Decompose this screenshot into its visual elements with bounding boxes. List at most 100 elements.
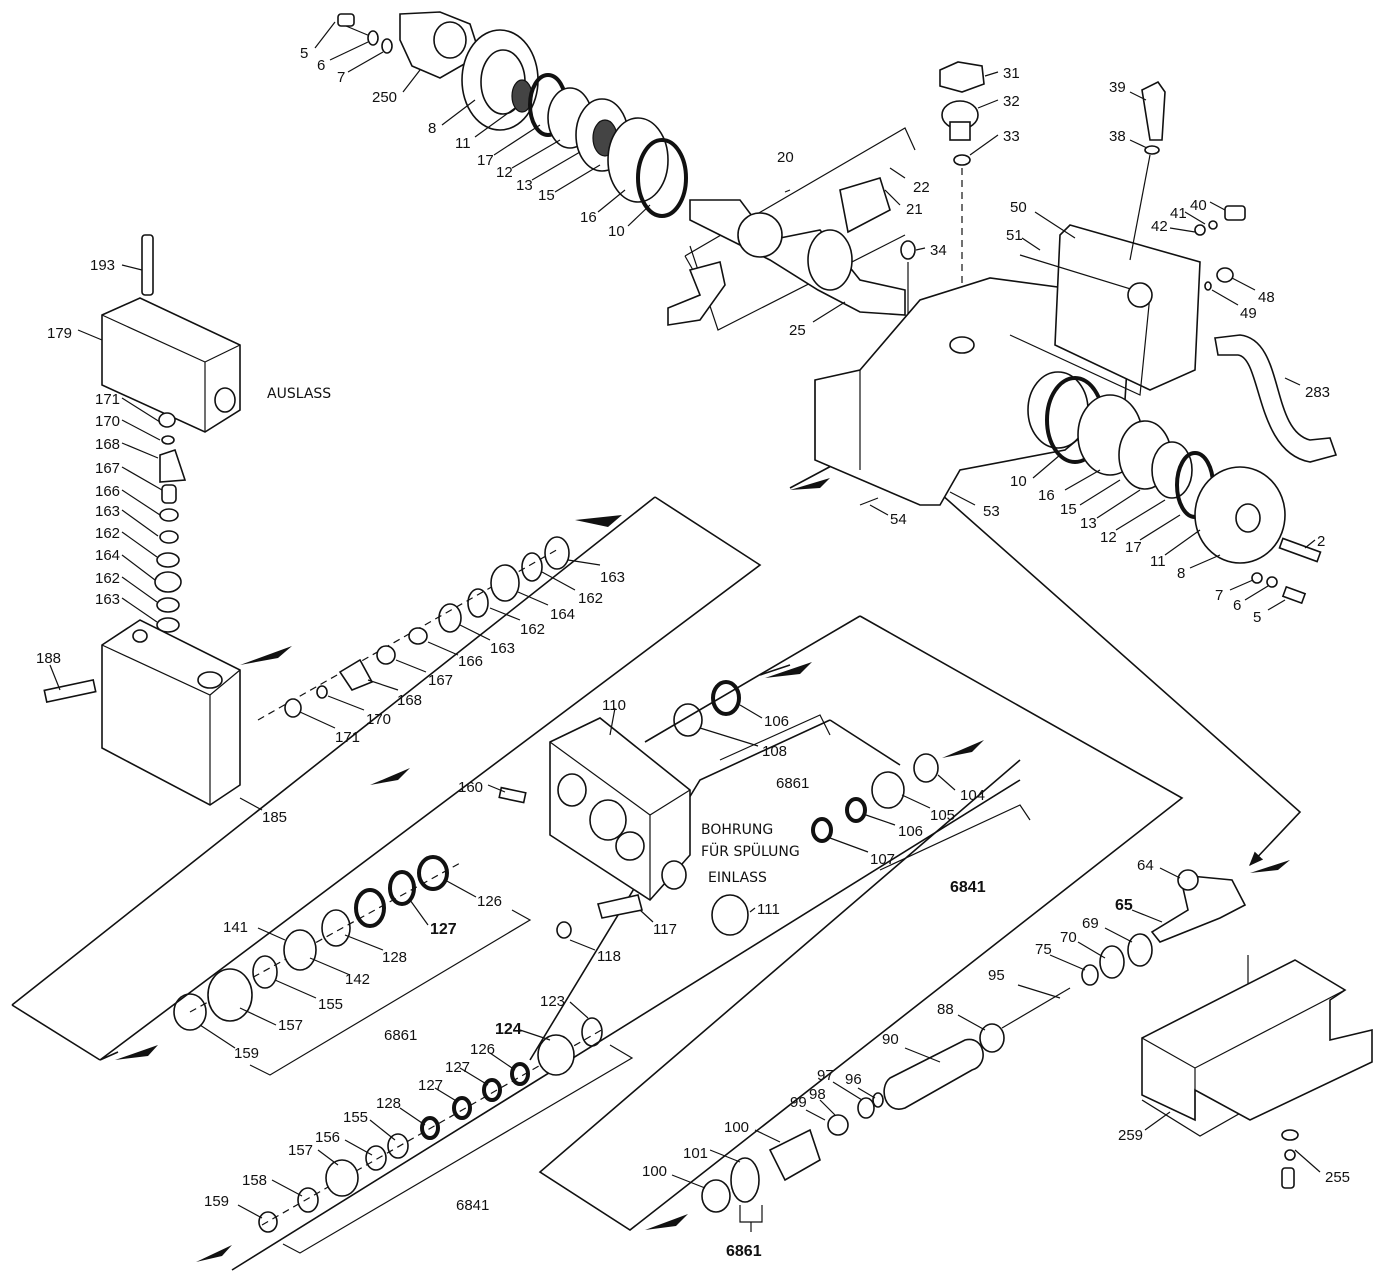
callout-101: 101 xyxy=(683,1145,708,1162)
callout-100: 100 xyxy=(642,1163,667,1180)
callout-155: 155 xyxy=(318,996,343,1013)
callout-6861: 6861 xyxy=(384,1027,417,1044)
plunger-seal-rings-upper xyxy=(673,680,939,843)
callout-259: 259 xyxy=(1118,1127,1143,1144)
plunger-seal-rings-lower xyxy=(258,1017,606,1233)
callout-164: 164 xyxy=(550,606,575,623)
callout-20: 20 xyxy=(777,149,794,166)
callout-6: 6 xyxy=(317,57,325,74)
callout-16: 16 xyxy=(1038,487,1055,504)
outlet-annotation: AUSLASS xyxy=(267,386,331,402)
callout-98: 98 xyxy=(809,1086,826,1103)
callout-163: 163 xyxy=(95,591,120,608)
callout-166: 166 xyxy=(95,483,120,500)
callout-111: 111 xyxy=(757,901,780,918)
rear-cover xyxy=(1009,80,1246,396)
crankcase-housing xyxy=(814,277,1322,605)
callout-155: 155 xyxy=(343,1109,368,1126)
callout-21: 21 xyxy=(906,201,923,218)
callout-162: 162 xyxy=(520,621,545,638)
callout-6841: 6841 xyxy=(456,1197,489,1214)
callout-163: 163 xyxy=(600,569,625,586)
callout-5: 5 xyxy=(300,45,308,62)
leader-lines xyxy=(49,21,1321,1219)
callout-13: 13 xyxy=(516,177,533,194)
callout-162: 162 xyxy=(95,525,120,542)
callout-170: 170 xyxy=(95,413,120,430)
callout-100: 100 xyxy=(724,1119,749,1136)
callout-106: 106 xyxy=(764,713,789,730)
oil-drain-hose xyxy=(1214,334,1338,463)
callout-13: 13 xyxy=(1080,515,1097,532)
callout-107: 107 xyxy=(870,851,895,868)
outlet-manifold-stack xyxy=(43,234,241,806)
callout-167: 167 xyxy=(95,460,120,477)
callout-193: 193 xyxy=(90,257,115,274)
callout-labels: 5672508111712131516102022213132333425393… xyxy=(36,45,1350,1260)
callout-250: 250 xyxy=(372,89,397,106)
crankshaft xyxy=(667,177,906,326)
callout-7: 7 xyxy=(1215,587,1223,604)
callout-163: 163 xyxy=(95,503,120,520)
callout-160: 160 xyxy=(458,779,483,796)
callout-54: 54 xyxy=(890,511,907,528)
callout-104: 104 xyxy=(960,787,985,804)
callout-40: 40 xyxy=(1190,197,1207,214)
callout-179: 179 xyxy=(47,325,72,342)
drive-side-bearing-group xyxy=(337,11,688,218)
inlet-annotation: EINLASS xyxy=(708,870,767,886)
callout-171: 171 xyxy=(335,729,360,746)
callout-11: 11 xyxy=(455,135,471,152)
callout-128: 128 xyxy=(376,1095,401,1112)
callout-69: 69 xyxy=(1082,915,1099,932)
callout-34: 34 xyxy=(930,242,947,259)
callout-167: 167 xyxy=(428,672,453,689)
flush-bore-annotation-line2: FÜR SPÜLUNG xyxy=(701,842,800,860)
callout-126: 126 xyxy=(477,893,502,910)
callout-16: 16 xyxy=(580,209,597,226)
callout-15: 15 xyxy=(1060,501,1077,518)
callout-108: 108 xyxy=(762,743,787,760)
callout-110: 110 xyxy=(602,697,626,714)
callout-25: 25 xyxy=(789,322,806,339)
callout-142: 142 xyxy=(345,971,370,988)
callout-118: 118 xyxy=(597,948,621,965)
callout-11: 11 xyxy=(1150,553,1166,570)
callout-6841: 6841 xyxy=(950,879,986,896)
callout-106: 106 xyxy=(898,823,923,840)
callout-64: 64 xyxy=(1137,857,1154,874)
callout-157: 157 xyxy=(288,1142,313,1159)
callout-164: 164 xyxy=(95,547,120,564)
callout-127: 127 xyxy=(418,1077,443,1094)
callout-17: 17 xyxy=(477,152,494,169)
callout-283: 283 xyxy=(1305,384,1330,401)
callout-95: 95 xyxy=(988,967,1005,984)
callout-162: 162 xyxy=(95,570,120,587)
callout-7: 7 xyxy=(337,69,345,86)
callout-8: 8 xyxy=(1177,565,1185,582)
callout-70: 70 xyxy=(1060,929,1077,946)
callout-170: 170 xyxy=(366,711,391,728)
callout-117: 117 xyxy=(653,921,677,938)
callout-6: 6 xyxy=(1233,597,1241,614)
callout-162: 162 xyxy=(578,590,603,607)
callout-123: 123 xyxy=(540,993,565,1010)
callout-90: 90 xyxy=(882,1031,899,1048)
valve-row-assembly xyxy=(257,536,570,721)
callout-31: 31 xyxy=(1003,65,1020,82)
callout-12: 12 xyxy=(496,164,513,181)
callout-51: 51 xyxy=(1006,227,1023,244)
callout-42: 42 xyxy=(1151,218,1168,235)
callout-124: 124 xyxy=(495,1021,522,1038)
callout-128: 128 xyxy=(382,949,407,966)
callout-39: 39 xyxy=(1109,79,1126,96)
callout-38: 38 xyxy=(1109,128,1126,145)
callout-105: 105 xyxy=(930,807,955,824)
oil-cap xyxy=(900,61,985,390)
callout-6861: 6861 xyxy=(776,775,809,792)
callout-49: 49 xyxy=(1240,305,1257,322)
callout-10: 10 xyxy=(608,223,625,240)
callout-50: 50 xyxy=(1010,199,1027,216)
callout-33: 33 xyxy=(1003,128,1020,145)
